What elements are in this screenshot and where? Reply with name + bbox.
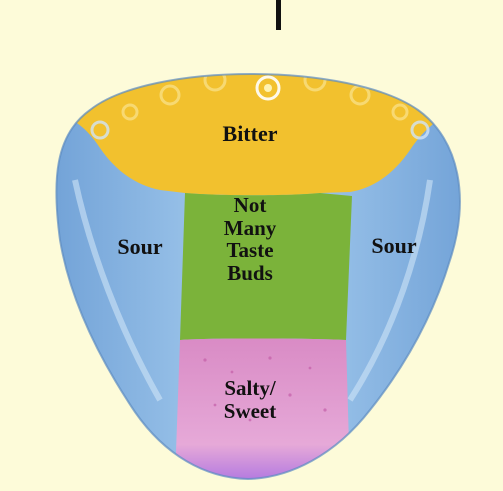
tip-label-line: Sweet xyxy=(200,400,300,423)
sour-left-label: Sour xyxy=(100,235,180,259)
sour-right-label: Sour xyxy=(354,234,434,258)
tip-label-line: Salty/ xyxy=(200,377,300,400)
middle-label: Not Many Taste Buds xyxy=(200,194,300,285)
middle-label-line: Taste xyxy=(200,239,300,262)
divider-line xyxy=(276,0,281,30)
middle-label-line: Many xyxy=(200,217,300,240)
tip-label: Salty/ Sweet xyxy=(200,377,300,422)
bitter-label: Bitter xyxy=(190,122,310,146)
middle-label-line: Not xyxy=(200,194,300,217)
middle-label-line: Buds xyxy=(200,262,300,285)
